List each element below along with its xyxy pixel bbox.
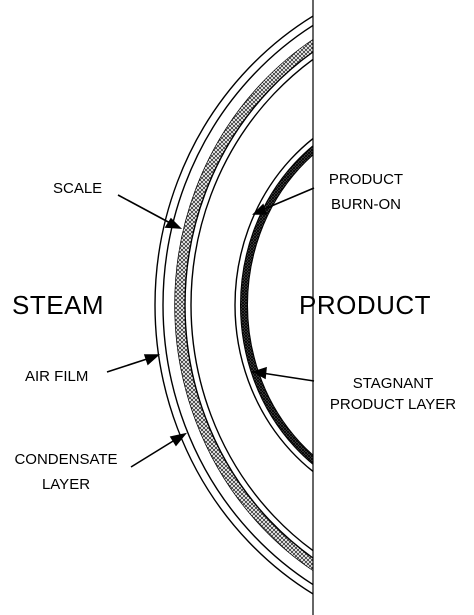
stagnant-label-line1: STAGNANT: [352, 375, 434, 392]
product-burn-on-label-line1: PRODUCT: [328, 171, 404, 188]
stagnant-layer-boundary: [234, 137, 313, 473]
air-film-outer-boundary: [154, 15, 313, 595]
product-burn-on-inner-edge: [247, 154, 313, 456]
stagnant-layer-arrow: [252, 366, 315, 382]
steam-label: STEAM: [12, 290, 105, 320]
scale-arrow: [117, 194, 183, 229]
condensate-outer-boundary: [162, 24, 313, 586]
scale-label: SCALE: [53, 180, 103, 197]
condensate-arrow: [130, 432, 188, 468]
condensate-layer-label: CONDENSATE LAYER: [2, 451, 130, 495]
wall-inner-boundary: [190, 58, 313, 552]
product-label: PRODUCT: [299, 290, 432, 320]
stagnant-label-line2: PRODUCT LAYER: [329, 395, 457, 413]
product-burn-on-outer-edge: [240, 145, 313, 465]
condensate-label-line2: LAYER: [41, 475, 91, 493]
scale-inner-boundary: [184, 51, 313, 559]
scale-layer: [175, 39, 313, 571]
condensate-label-line1: CONDENSATE: [14, 451, 118, 468]
stagnant-product-layer-label: STAGNANT PRODUCT LAYER: [316, 375, 470, 415]
air-film-label: AIR FILM: [25, 368, 89, 385]
product-burn-on-label-line2: BURN-ON: [331, 195, 401, 213]
product-burn-on-layer: [240, 145, 313, 465]
air-film-arrow: [106, 354, 161, 373]
product-burn-on-arrow: [252, 187, 315, 215]
product-burn-on-label: PRODUCT BURN-ON: [320, 171, 412, 215]
